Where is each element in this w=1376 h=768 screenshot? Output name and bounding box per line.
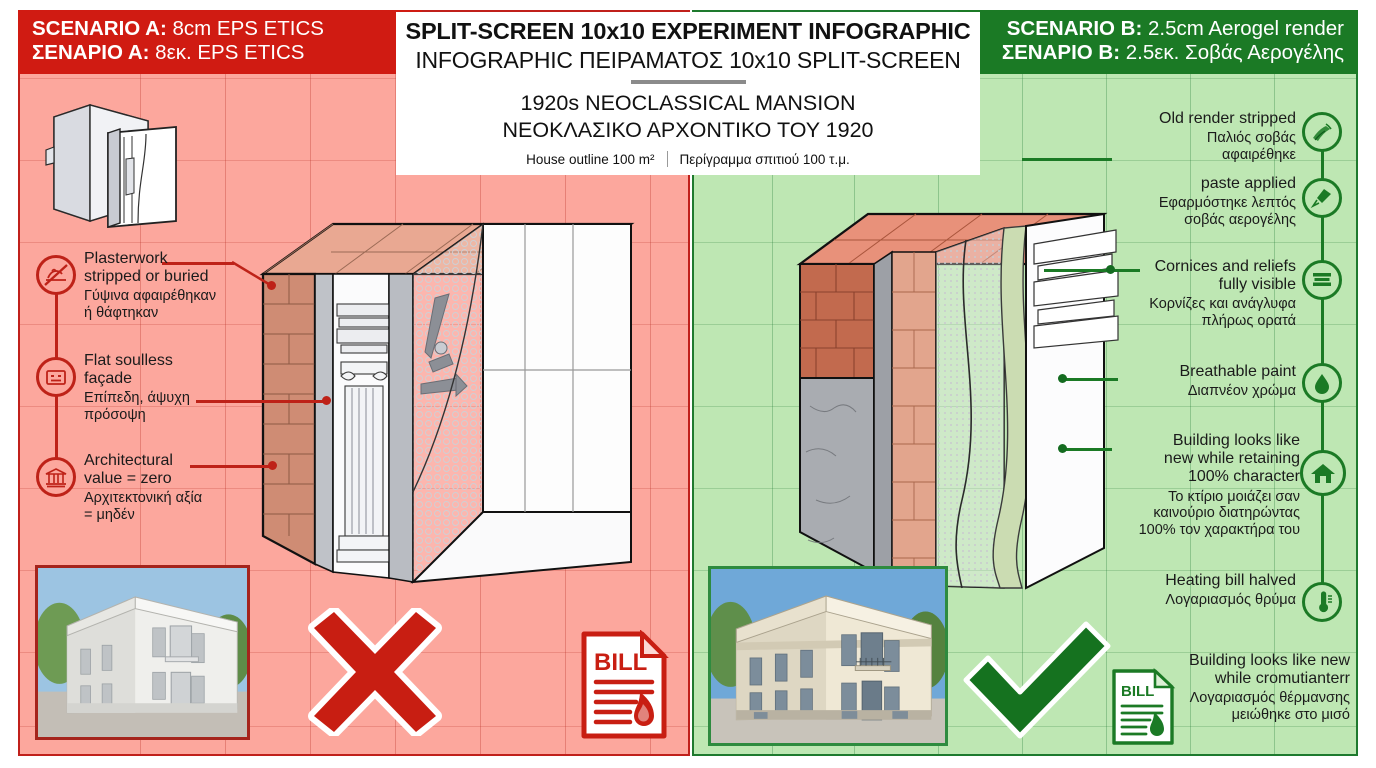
connector-architectural-value <box>190 465 272 468</box>
scenario-b-value: 2.5cm Aerogel render <box>1142 17 1344 40</box>
callout-old-render-en: Old render stripped <box>1159 110 1296 127</box>
callout-plasterwork-gr: Γύψινα αφαιρέθηκαν ή θάφτηκαν <box>84 288 217 321</box>
callout-architectural-value-en: Architectural value = zero <box>84 452 173 488</box>
callout-old-render-gr: Παλιός σοβάς αφαιρέθηκε <box>1206 130 1296 163</box>
callout-flat-facade-en: Flat soulless façade <box>84 352 173 388</box>
house-icon <box>1300 450 1346 496</box>
callout-plasterwork: Plasterwork stripped or buried Γύψινα αφ… <box>84 250 254 322</box>
callout-old-render: Old render stripped Παλιός σοβάς αφαιρέθ… <box>1120 110 1296 163</box>
anchor-dot-cornices <box>1106 265 1115 274</box>
callout-looks-new-gr: Το κτίριο μοιάζει σαν καινούριο διατηρών… <box>1138 488 1300 538</box>
house-outline-en: House outline 100 m² <box>526 151 655 167</box>
photo-restored-facade <box>708 566 948 746</box>
subtitle-en: 1920s NEOCLASSICAL MANSION <box>520 91 856 115</box>
title-divider <box>630 80 746 84</box>
callout-flat-facade: Flat soulless façade Επίπεδη, άψυχη πρόσ… <box>84 352 254 424</box>
cross-mark <box>308 608 442 736</box>
anchor-dot-architectural-value <box>268 461 277 470</box>
connector-breathable-paint <box>1064 378 1118 381</box>
scenario-b-label-gr: ΣΕΝΑΡΙΟ Β: <box>1001 41 1121 65</box>
anchor-dot-looks-new <box>1058 444 1067 453</box>
callout-cornices-en: Cornices and reliefs fully visible <box>1154 258 1296 294</box>
callout-looks-new-en: Building looks like new while retaining … <box>1163 432 1300 486</box>
no-plaster-icon <box>36 255 76 295</box>
callout-paste-applied-en: paste applied <box>1200 175 1296 192</box>
connector-cornices <box>1110 269 1140 272</box>
callout-cornices: Cornices and reliefs fully visible Κορνί… <box>1110 258 1296 330</box>
callout-footer-right: Building looks like new while cromutiant… <box>1130 652 1350 724</box>
scenario-a-header: SCENARIO A: 8cm EPS ETICS ΣΕΝΑΡΙΟ Α: 8εκ… <box>18 10 422 75</box>
scenario-a-label-gr: ΣΕΝΑΡΙΟ Α: <box>32 41 150 65</box>
callout-paste-applied-gr: Εφαρμόστηκε λεπτός σοβάς αερογέλης <box>1158 195 1296 228</box>
flat-face-icon <box>36 357 76 397</box>
bill-flame-icon-right: BILL <box>1112 668 1176 745</box>
connector-plasterwork-angle <box>232 260 273 288</box>
scenario-a-value-gr: 8εκ. EPS ETICS <box>149 41 305 65</box>
classical-building-icon <box>36 457 76 497</box>
callout-flat-facade-gr: Επίπεδη, άψυχη πρόσοψη <box>84 390 190 423</box>
callout-cornices-gr: Κορνίζες και ανάγλυφα πλήρως ορατά <box>1149 296 1296 329</box>
left-wall-cross-section <box>259 222 635 584</box>
callout-heating-bill-gr: Λογαριασμός θρύμα <box>1165 592 1296 609</box>
callout-heating-bill-en: Heating bill halved <box>1165 572 1296 589</box>
right-wall-cross-section <box>796 212 1119 590</box>
scraper-hand-icon <box>1302 112 1342 152</box>
callout-footer-right-en: Building looks like new while cromutiant… <box>1189 652 1350 688</box>
droplet-icon <box>1302 363 1342 403</box>
eps-board-illustration <box>45 104 177 228</box>
connector-looks-new <box>1066 448 1112 451</box>
connector-old-render-angle <box>1000 146 1040 162</box>
callout-breathable-paint: Breathable paint Διαπνέον χρώμα <box>1120 363 1296 400</box>
callout-breathable-paint-gr: Διαπνέον χρώμα <box>1187 383 1296 400</box>
scenario-b-value-gr: 2.5εκ. Σοβάς Αερογέλης <box>1120 41 1344 65</box>
title-note-row: House outline 100 m² Περίγραμμα σπιτιού … <box>402 151 974 167</box>
scenario-b-header: SCENARIO B: 2.5cm Aerogel render ΣΕΝΑΡΙΟ… <box>958 10 1358 75</box>
subtitle-gr: ΝΕΟΚΛΑΣΙΚΟ ΑΡΧΟΝΤΙΚΟ ΤΟΥ 1920 <box>502 118 874 142</box>
check-mark <box>963 621 1111 739</box>
connector-plasterwork <box>162 262 234 265</box>
callout-breathable-paint-en: Breathable paint <box>1179 363 1296 380</box>
scenario-a-label: SCENARIO A: <box>32 17 167 40</box>
note-divider <box>666 151 668 167</box>
title-line-en: SPLIT-SCREEN 10x10 EXPERIMENT INFOGRAPHI… <box>405 18 971 44</box>
callout-architectural-value: Architectural value = zero Αρχιτεκτονική… <box>84 452 259 524</box>
callout-plasterwork-en: Plasterwork stripped or buried <box>84 250 209 286</box>
connector-old-render <box>1022 158 1112 161</box>
connector-cornices-2 <box>1044 269 1114 272</box>
center-title-block: SPLIT-SCREEN 10x10 EXPERIMENT INFOGRAPHI… <box>396 12 980 175</box>
callout-footer-right-gr: Λογαριασμός θέρμανσης μειώθηκε στο μισό <box>1189 690 1350 723</box>
anchor-dot-plasterwork <box>267 281 276 290</box>
trowel-icon <box>1302 178 1342 218</box>
anchor-dot-flat-facade <box>322 396 331 405</box>
photo-flat-facade <box>35 565 250 740</box>
house-outline-gr: Περίγραμμα σπιτιού 100 τ.μ. <box>679 151 850 167</box>
bill-flame-icon-left: BILL <box>581 630 669 739</box>
callout-heating-bill: Heating bill halved Λογαριασμός θρύμα <box>1110 572 1296 609</box>
scenario-b-label: SCENARIO B: <box>1006 17 1143 40</box>
callout-paste-applied: paste applied Εφαρμόστηκε λεπτός σοβάς α… <box>1108 175 1296 228</box>
scenario-a-value: 8cm EPS ETICS <box>166 17 324 40</box>
svg-text:BILL: BILL <box>1121 683 1154 700</box>
cornice-icon <box>1302 260 1342 300</box>
thermometer-icon <box>1302 582 1342 622</box>
callout-architectural-value-gr: Αρχιτεκτονική αξία = μηδέν <box>84 490 203 523</box>
callout-looks-new: Building looks like new while retaining … <box>1110 432 1300 538</box>
title-line-gr: INFOGRAPHIC ΠΕΙΡΑΜΑΤΟΣ 10x10 SPLIT-SCREE… <box>415 47 961 73</box>
svg-text:BILL: BILL <box>594 649 647 676</box>
anchor-dot-breathable-paint <box>1058 374 1067 383</box>
connector-flat-facade <box>196 400 326 403</box>
